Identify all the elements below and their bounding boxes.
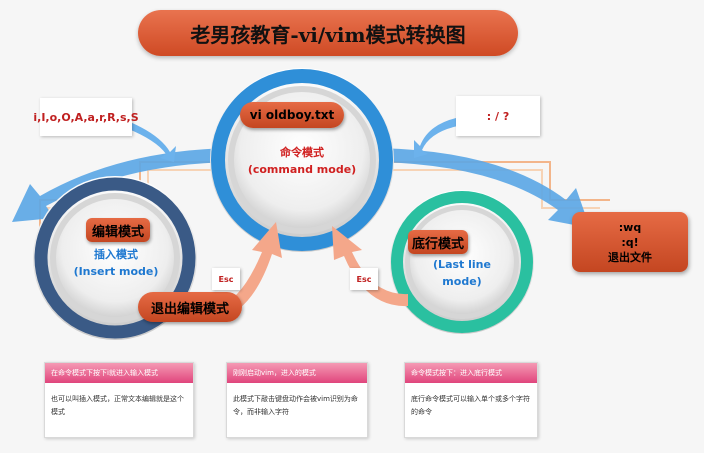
lastline-mode-en-2: mode) <box>442 275 482 288</box>
vi-command-label: vi oldboy.txt <box>240 102 344 128</box>
card-header: 在命令模式下按下i就进入输入模式 <box>45 363 193 383</box>
exit-q-text: :q! <box>621 236 639 249</box>
info-card-lastline: 命令模式按下：进入底行模式 底行命令模式可以输入单个或多个字符的命令 <box>404 362 538 438</box>
card-body: 也可以叫插入模式，正常文本编辑就是这个模式 <box>51 395 184 416</box>
insert-mode-cn: 插入模式 <box>94 248 138 261</box>
exit-wq-text: :wq <box>618 221 642 234</box>
lastline-mode-en-1: (Last line <box>433 258 491 271</box>
lastline-mode-label: 底行模式 <box>408 230 468 254</box>
command-mode-cn: 命令模式 <box>280 146 324 159</box>
lastline-mode-en-text: (Last line mode) <box>412 256 512 290</box>
arrow-to-insert <box>12 148 232 222</box>
command-mode-text: 命令模式 (command mode) <box>232 144 372 178</box>
title-banner: 老男孩教育-vi/vim模式转换图 <box>138 10 518 56</box>
vi-command-text: vi oldboy.txt <box>249 108 335 122</box>
info-card-insert: 在命令模式下按下i就进入输入模式 也可以叫插入模式，正常文本编辑就是这个模式 <box>44 362 194 438</box>
lastline-mode-text: 底行模式 <box>411 236 464 252</box>
esc-left-text: Esc <box>218 274 234 284</box>
command-ring-blue <box>211 69 393 251</box>
edit-mode-label: 编辑模式 <box>86 218 150 242</box>
arrow-lastline-to-command <box>332 226 408 307</box>
exit-file-box: :wq :q! 退出文件 <box>572 212 688 272</box>
insert-mode-en: (Insert mode) <box>73 265 159 278</box>
card-body: 此模式下敲击键盘动作会被vim识别为命令，而非输入字符 <box>233 395 358 416</box>
insert-keys-callout: i,I,o,O,A,a,r,R,s,S <box>33 98 139 136</box>
arrow-from-insert-keys <box>126 122 176 162</box>
command-mode-en: (command mode) <box>247 163 357 176</box>
edit-mode-text: 编辑模式 <box>91 224 144 240</box>
lastline-keys-text: : / ? <box>486 109 510 123</box>
exit-edit-mode-text: 退出编辑模式 <box>150 301 229 317</box>
exit-edit-mode-label: 退出编辑模式 <box>138 292 242 322</box>
esc-left-box: Esc <box>212 268 240 290</box>
insert-ring-navy <box>34 177 196 339</box>
card-header: 命令模式按下：进入底行模式 <box>405 363 537 383</box>
lastline-keys-callout: : / ? <box>456 96 540 136</box>
esc-right-box: Esc <box>350 268 378 290</box>
card-body: 底行命令模式可以输入单个或多个字符的命令 <box>411 395 530 416</box>
exit-file-text: 退出文件 <box>608 251 652 264</box>
insert-keys-text: i,I,o,O,A,a,r,R,s,S <box>33 110 139 124</box>
info-card-command: 刚刚启动vim，进入的模式 此模式下敲击键盘动作会被vim识别为命令，而非输入字… <box>226 362 368 438</box>
arrow-insert-to-command <box>218 222 282 318</box>
insert-mode-text: 插入模式 (Insert mode) <box>56 246 176 280</box>
page-title: 老男孩教育-vi/vim模式转换图 <box>190 22 466 47</box>
card-header: 刚刚启动vim，进入的模式 <box>227 363 367 383</box>
esc-right-text: Esc <box>356 274 372 284</box>
arrow-from-lastline-keys <box>414 118 458 158</box>
lastline-ring-teal <box>391 191 533 333</box>
arrow-to-exit <box>375 148 590 228</box>
